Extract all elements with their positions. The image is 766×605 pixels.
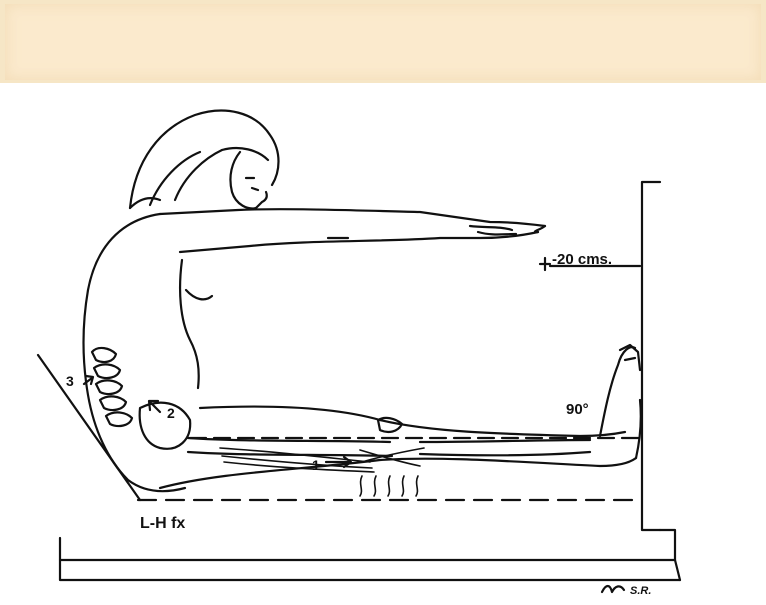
stretch-marks [360, 476, 418, 496]
tibia [420, 440, 590, 455]
pelvis [140, 403, 191, 449]
foot [600, 345, 641, 458]
distance-label: -20 cms. [552, 251, 612, 268]
marker-3-label: 3 [66, 373, 74, 389]
bench [60, 530, 680, 580]
arm [160, 209, 545, 252]
upper-leg [200, 407, 625, 436]
breast [186, 290, 212, 299]
signature-mark [602, 586, 624, 592]
spine [92, 348, 132, 426]
marker-2-label: 2 [167, 405, 175, 421]
chest [180, 260, 199, 388]
face [230, 152, 266, 208]
angle-label: 90° [566, 401, 589, 418]
hair [130, 111, 279, 208]
hamstring-muscle [220, 448, 424, 472]
lh-fx-label: L-H fx [140, 515, 185, 532]
signature-text: S.R. [630, 585, 651, 597]
marker-1-label: 1 [312, 457, 320, 473]
wall [642, 182, 660, 530]
